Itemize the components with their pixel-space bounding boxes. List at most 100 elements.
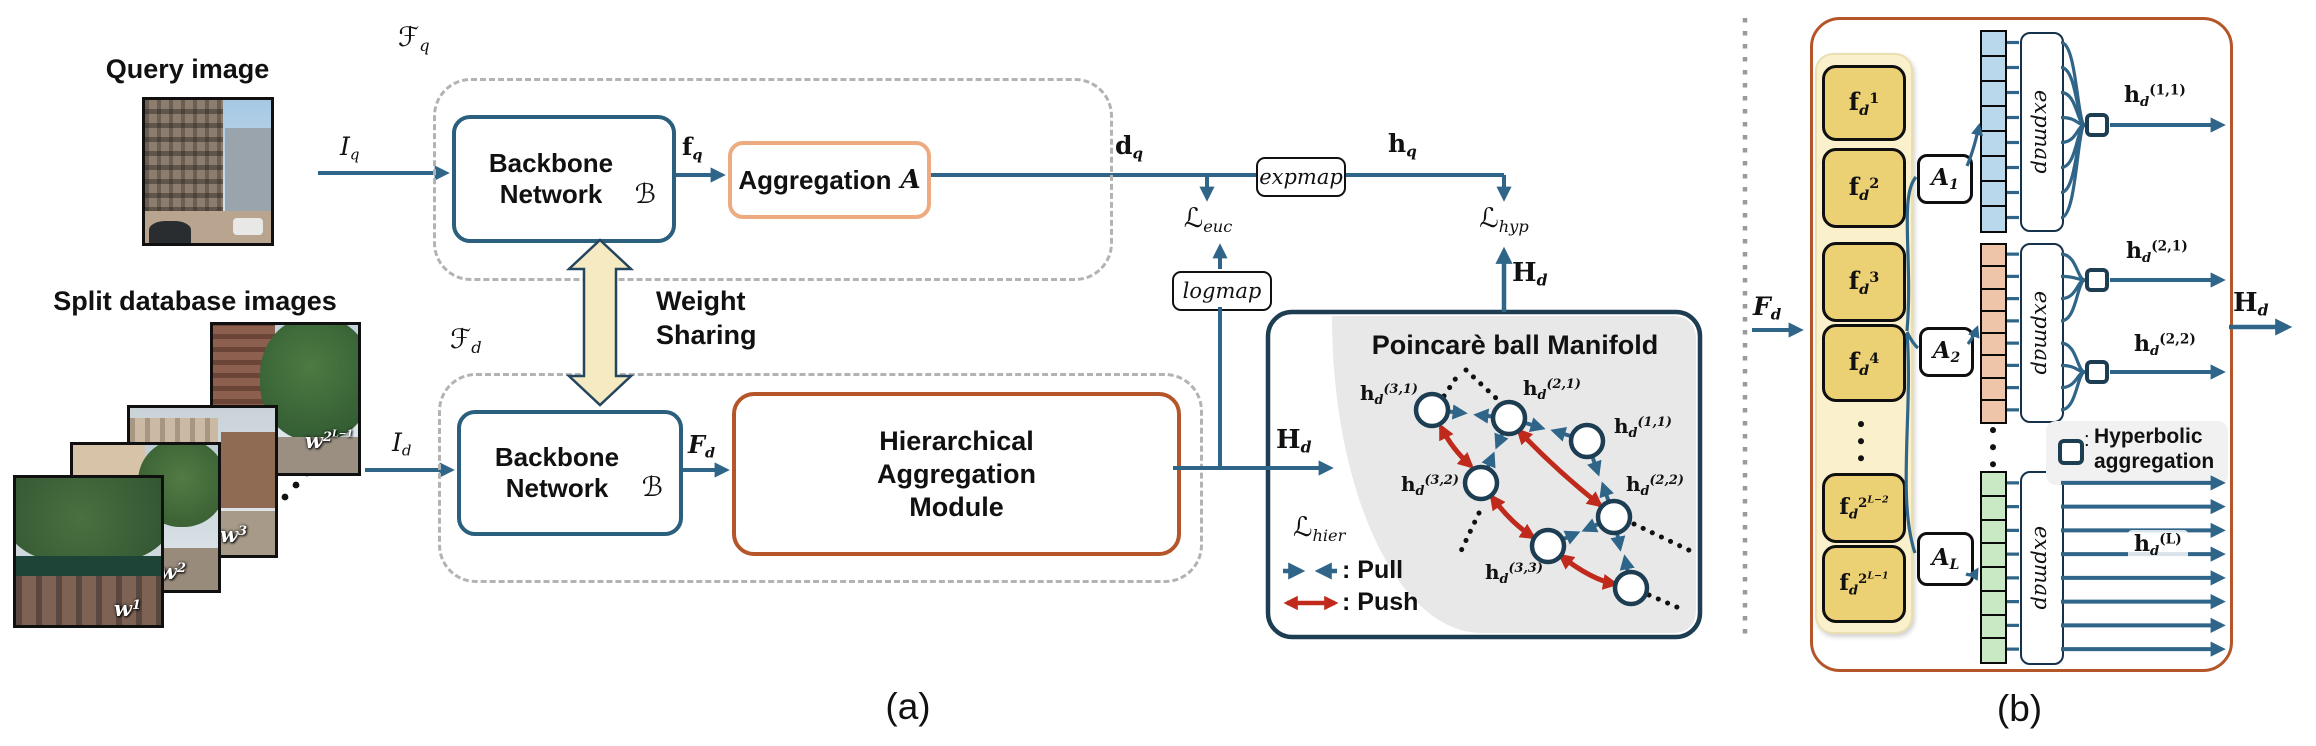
caption-b: (b) xyxy=(1996,688,2043,729)
output-h22-label: hd(2,2) xyxy=(2134,331,2196,359)
expmap-box-levelL: expmap xyxy=(2020,471,2064,665)
photo-building2 xyxy=(221,432,275,508)
node-label-21: hd(2,1) xyxy=(1523,376,1581,403)
feature-cell-level3 xyxy=(1980,542,2007,569)
Hd-top-label: Hd xyxy=(1512,258,1548,290)
feature-cell-level1 xyxy=(1980,105,2007,133)
aggregation-label: Aggregation xyxy=(738,164,892,195)
feature-cell-level3 xyxy=(1980,471,2007,498)
feature-cell-level1 xyxy=(1980,30,2007,58)
scope-fq-box xyxy=(433,78,1113,281)
feature-cell-level2 xyxy=(1980,398,2007,424)
node-label-11: hd(1,1) xyxy=(1614,414,1672,441)
photo-awning xyxy=(16,556,161,576)
query-image-title: Query image xyxy=(105,54,270,84)
feature-cell-level3 xyxy=(1980,613,2007,640)
feature-f2L-2: fd2L−2 xyxy=(1822,473,1906,543)
Fd-feature-label: Fd xyxy=(688,430,716,462)
backbone-symbol: ℬ xyxy=(641,472,663,503)
legend-push-label: : Push xyxy=(1342,588,1419,616)
photo-building xyxy=(145,100,223,212)
patch-label-w1: w1 xyxy=(113,596,141,621)
feature-cell-level1 xyxy=(1980,155,2007,183)
Hd-mid-label: Hd xyxy=(1276,425,1312,457)
hyperbolic-agg-node-22 xyxy=(2085,360,2109,384)
feature-cell-level1 xyxy=(1980,55,2007,83)
photo-car xyxy=(149,221,191,243)
database-image-4: w2L−1 xyxy=(210,322,361,476)
query-image-photo xyxy=(142,97,274,246)
panel-b-output-label: Hd xyxy=(2233,288,2269,320)
patch-label-w3: w3 xyxy=(219,522,247,547)
node-label-32: hd(3,2) xyxy=(1401,472,1459,499)
aggregation-symbol: A xyxy=(900,165,921,195)
scope-fq-label: ℱq xyxy=(398,22,430,55)
feature-cell-level3 xyxy=(1980,589,2007,616)
logmap-box: logmap xyxy=(1172,271,1272,311)
feature-cell-level2 xyxy=(1980,243,2007,268)
hq-label: hq xyxy=(1388,129,1417,161)
input-id-label: Id xyxy=(392,428,412,460)
loss-hyp-label: ℒhyp xyxy=(1479,203,1529,236)
photo-building2 xyxy=(225,128,271,212)
output-hL-label: hd(L) xyxy=(2128,530,2188,560)
feature-cell-level3 xyxy=(1980,518,2007,545)
backbone-symbol: ℬ xyxy=(634,179,656,210)
feature-cell-level1 xyxy=(1980,205,2007,233)
feature-f1: fd1 xyxy=(1822,65,1906,141)
agg-op-A2: A2 xyxy=(1919,327,1974,377)
feature-cell-level1 xyxy=(1980,80,2007,108)
feature-cell-level3 xyxy=(1980,494,2007,521)
loss-euc-label: ℒeuc xyxy=(1183,203,1233,236)
node-label-33: hd(3,3) xyxy=(1485,560,1543,587)
node-label-31: hd(3,1) xyxy=(1360,381,1418,408)
scope-fd-label: ℱd xyxy=(450,324,482,357)
dq-label: dq xyxy=(1115,131,1143,163)
output-h21-label: hd(2,1) xyxy=(2126,238,2188,266)
feature-cell-level2 xyxy=(1980,354,2007,379)
panel-b-input-label: Fd xyxy=(1753,292,1782,324)
feature-cell-level2 xyxy=(1980,265,2007,290)
photo-storefront xyxy=(16,576,161,625)
split-db-title: Split database images xyxy=(53,286,337,316)
fq-feature-label: fq xyxy=(682,132,703,164)
loss-hier-label: ℒhier xyxy=(1293,512,1346,545)
feature-f3: fd3 xyxy=(1822,242,1906,322)
feature-f2L-1: fd2L−1 xyxy=(1822,545,1906,623)
manifold-title: Poincarè ball Manifold xyxy=(1371,330,1659,360)
expmap-box: expmap xyxy=(1256,157,1346,197)
database-image-1: w1 xyxy=(13,475,164,628)
feature-cell-level1 xyxy=(1980,130,2007,158)
caption-a: (a) xyxy=(885,686,931,727)
node-label-22: hd(2,2) xyxy=(1626,472,1684,499)
aggregation-box: Aggregation A xyxy=(728,141,931,219)
hyperbolic-agg-node-21 xyxy=(2085,268,2109,292)
scope-fd-box xyxy=(438,373,1203,583)
input-iq-label: Iq xyxy=(340,132,360,164)
feature-cell-level2 xyxy=(1980,287,2007,313)
feature-cell-level3 xyxy=(1980,566,2007,593)
expmap-box-level1: expmap xyxy=(2020,32,2064,232)
feature-cell-level2 xyxy=(1980,309,2007,335)
hyperbolic-agg-legend-icon xyxy=(2058,439,2084,465)
feature-f4: fd4 xyxy=(1822,324,1906,402)
photo-van xyxy=(233,218,263,235)
legend-pull-label: : Pull xyxy=(1342,556,1404,584)
agg-op-AL: AL xyxy=(1917,532,1974,586)
feature-f2: fd2 xyxy=(1822,148,1906,228)
feature-cell-level3 xyxy=(1980,637,2007,664)
patch-label-wL: w2L−1 xyxy=(304,428,353,453)
agg-op-A1: A1 xyxy=(1917,154,1973,204)
feature-cell-level2 xyxy=(1980,376,2007,402)
feature-cell-level2 xyxy=(1980,332,2007,357)
photo-tree xyxy=(16,478,161,564)
